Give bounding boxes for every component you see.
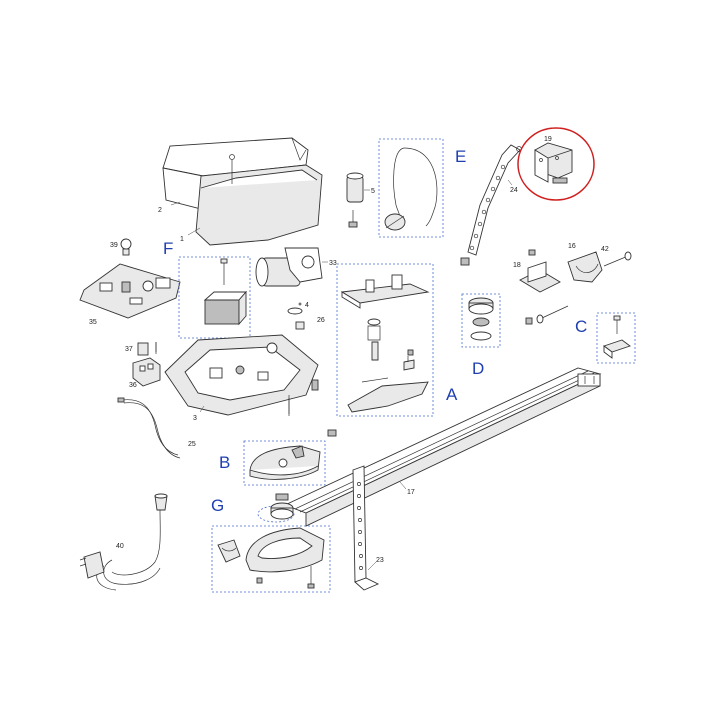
group-letter-a: A [446, 385, 458, 404]
part-33-motor[interactable] [255, 247, 323, 287]
part-40-power-cord[interactable] [79, 493, 168, 591]
cover-housing[interactable] [162, 137, 323, 246]
part-16-clamp[interactable] [567, 251, 603, 283]
group-letter-g: G [211, 496, 224, 515]
group-letter-d: D [472, 359, 484, 378]
part-4-washer[interactable] [287, 302, 303, 315]
part-number-4: 4 [305, 302, 309, 309]
part-number-40: 40 [116, 543, 124, 550]
part-number-17: 17 [407, 489, 415, 496]
group-c-box [596, 312, 636, 364]
part-number-2: 2 [158, 207, 162, 214]
part-25-wire[interactable] [117, 397, 181, 459]
lower-housing[interactable] [217, 527, 325, 589]
part-number-18: 18 [513, 262, 521, 269]
pulley-cover[interactable] [249, 429, 337, 480]
part-number-36: 36 [129, 382, 137, 389]
part-number-42: 42 [601, 246, 609, 253]
part-number-24: 24 [510, 187, 518, 194]
part-number-35: 35 [89, 319, 97, 326]
part-number-1: 1 [180, 236, 184, 243]
part-number-16: 16 [568, 243, 576, 250]
part-number-33: 33 [329, 260, 337, 267]
part-number-25: 25 [188, 441, 196, 448]
group-letter-c: C [575, 317, 587, 336]
part-number-23: 23 [376, 557, 384, 564]
part-number-37: 37 [125, 346, 133, 353]
part-number-5: 5 [371, 188, 375, 195]
group-g-outline [257, 505, 295, 523]
misc-screws [155, 342, 414, 414]
group-letter-f: F [163, 239, 173, 258]
sprocket[interactable] [270, 493, 294, 520]
long-bolt[interactable] [536, 305, 569, 324]
group-d-box [461, 293, 501, 348]
part-35-control-board[interactable] [79, 263, 181, 319]
part-24-arm-bracket[interactable] [460, 144, 522, 266]
transformer[interactable] [203, 258, 247, 326]
part-3-base-plate[interactable] [164, 334, 319, 416]
part-number-26: 26 [317, 317, 325, 324]
part-23-bracket[interactable] [352, 465, 380, 591]
highlight-circle-part-19 [517, 127, 595, 201]
part-37-terminal[interactable] [137, 342, 157, 356]
part-26-nut[interactable] [295, 321, 305, 330]
part-number-39: 39 [110, 242, 118, 249]
group-letter-e: E [455, 147, 466, 166]
group-e-box [378, 138, 444, 238]
part-18-plate[interactable] [519, 249, 561, 293]
part-17-rail[interactable] [283, 367, 602, 527]
part-number-19: 19 [544, 136, 552, 143]
part-number-3: 3 [193, 415, 197, 422]
part-36-terminal-block[interactable] [132, 357, 161, 387]
group-a-box [336, 263, 434, 417]
washer-small[interactable] [525, 317, 533, 325]
carriage-assembly[interactable] [340, 274, 430, 413]
part-42-bolt[interactable] [603, 251, 632, 267]
group-b-box [243, 440, 326, 486]
group-letter-b: B [219, 453, 230, 472]
release-cable[interactable] [384, 147, 438, 231]
part-5-cylinder[interactable] [346, 172, 364, 228]
gear-stack[interactable] [468, 297, 494, 341]
part-19-wall-bracket[interactable] [534, 142, 573, 184]
group-c-bracket[interactable] [603, 315, 631, 359]
part-39-bulb[interactable] [120, 238, 132, 256]
